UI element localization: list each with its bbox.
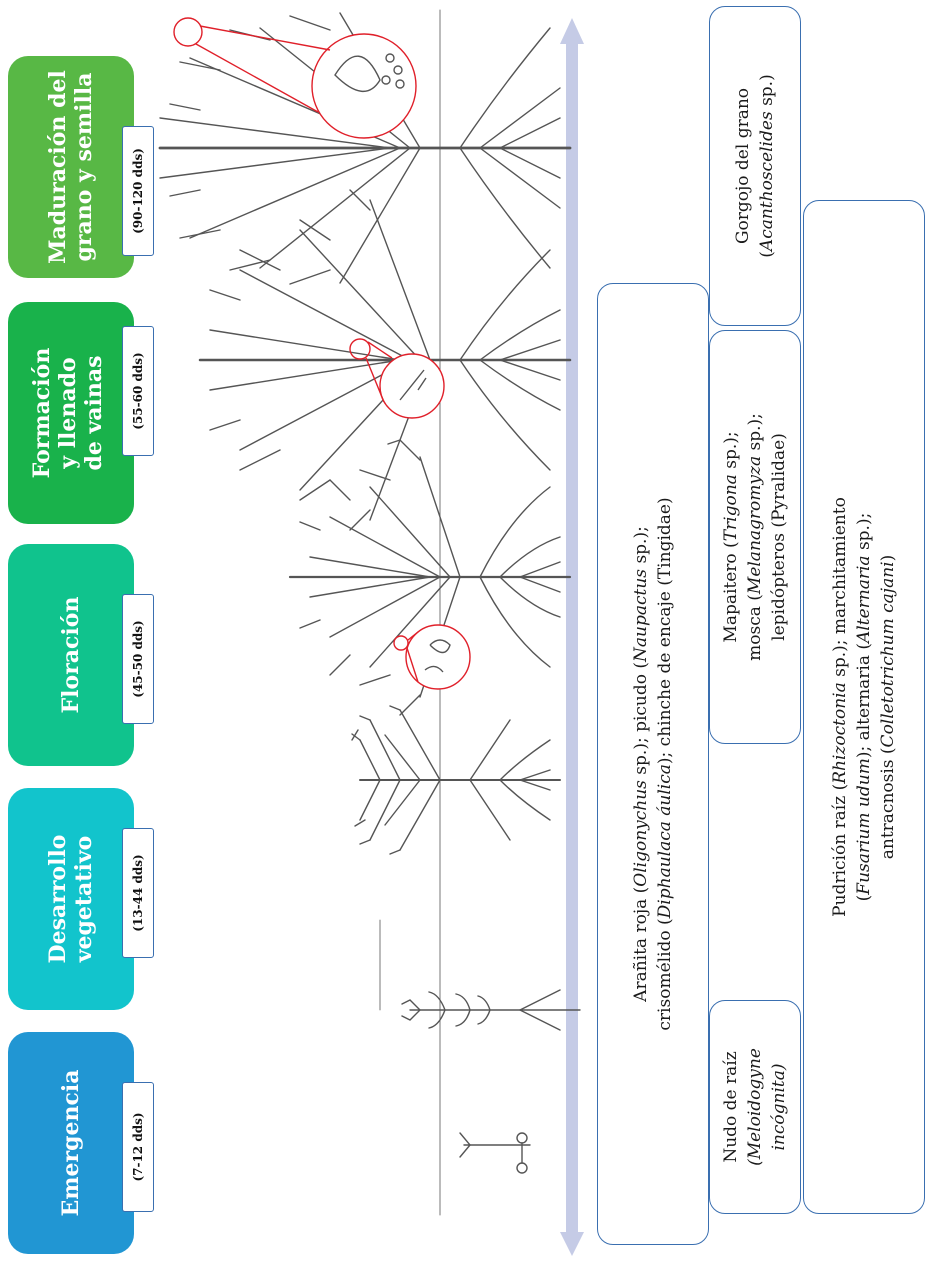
pest-line: antracnosis (Colletotrichum cajani) [876, 497, 900, 917]
plant-mature [158, 12, 572, 285]
pest-genus: Diphaulaca áulica [655, 764, 675, 919]
pest-text: sp.); [854, 512, 874, 556]
root-knot-box: Nudo de raíz (Meloidogyne incógnita) [709, 1000, 801, 1214]
stage-days-box: (45-50 dds) [122, 594, 154, 724]
pest-text: sp.); [631, 526, 651, 569]
pest-text: antracnosis ( [878, 747, 898, 860]
stage-desarrollo: Desarrollo vegetativo (13-44 dds) [8, 788, 154, 1010]
plant-vegetative [351, 705, 561, 855]
pest-genus: Alternaria [854, 555, 874, 643]
pest-text: ); alternaria ( [854, 642, 874, 759]
plant-pod-formation [198, 189, 572, 531]
pest-text: Pudrición raíz ( [830, 783, 850, 917]
pest-genus: Acanthoscelides [757, 111, 777, 252]
pest-text: Arañita roja ( [631, 886, 651, 1002]
stage-maduracion: Maduración del grano y semilla (90-120 d… [8, 56, 154, 278]
seedling-emergencia [459, 1132, 531, 1174]
pest-text: crisomélido ( [655, 918, 675, 1031]
pest-text: sp.); [721, 431, 741, 475]
weevil-box: Gorgojo del grano (Acanthoscelides sp.) [709, 6, 801, 326]
stage-days-box: (90-120 dds) [122, 126, 154, 256]
pest-genus: Colletotrichum cajani [878, 561, 898, 748]
pest-text: ); chinche de encaje (Tingidae) [655, 497, 675, 765]
pest-genus: (Meloidogyne [745, 1048, 765, 1166]
pest-text: mosca ( [745, 594, 765, 661]
pest-genus: Rhizoctonia [830, 682, 850, 784]
pest-genus: Naupactus [631, 568, 651, 662]
pest-text: sp.); marchitamiento [830, 497, 850, 683]
pest-genus: incógnita) [769, 1063, 789, 1151]
pest-line: (Fusarium udum); alternaria (Alternaria … [852, 497, 876, 917]
pest-text: sp.); picudo ( [631, 661, 651, 781]
pest-text: sp.); [745, 413, 765, 456]
pest-line: incógnita) [767, 1048, 791, 1166]
stage-floracion: Floración (45-50 dds) [8, 544, 154, 766]
pest-line: crisomélido (Diphaulaca áulica); chinche… [653, 497, 677, 1030]
pest-text: Mapaitero ( [721, 541, 741, 643]
pest-text: ( [854, 894, 874, 902]
stage-days-box: (55-60 dds) [122, 326, 154, 456]
pest-line: Gorgojo del grano [733, 87, 753, 245]
pest-genus: Melanagromyza [745, 455, 765, 595]
plant-flowering [288, 439, 572, 716]
stage-emergencia: Emergencia (7-12 dds) [8, 1032, 154, 1254]
timeline-arrow [560, 18, 584, 1256]
pest-genus: Oligonychus [631, 780, 651, 887]
detail-circles [173, 17, 471, 690]
pest-line: Mapaitero (Trigona sp.); [719, 413, 743, 661]
pest-line: Arañita roja (Oligonychus sp.); picudo (… [629, 497, 653, 1030]
diseases-box: Pudrición raíz (Rhizoctonia sp.); marchi… [803, 200, 925, 1214]
pest-text: ) [878, 554, 898, 562]
foliar-pests-box: Arañita roja (Oligonychus sp.); picudo (… [597, 283, 709, 1245]
stage-formacion: Formación y llenado de vainas (55-60 dds… [8, 302, 154, 524]
stage-days-box: (7-12 dds) [122, 1082, 154, 1212]
stage-days-box: (13-44 dds) [122, 828, 154, 958]
pest-line: (Meloidogyne [743, 1048, 767, 1166]
pest-line: Pudrición raíz (Rhizoctonia sp.); marchi… [828, 497, 852, 917]
pest-text: ( [757, 251, 777, 258]
pest-genus: Trigona [721, 474, 741, 542]
pest-line: Nudo de raíz [721, 1051, 741, 1163]
flower-pod-pests-box: Mapaitero (Trigona sp.); mosca (Melanagr… [709, 330, 801, 744]
pest-line: lepidópteros (Pyralidae) [769, 433, 789, 641]
pest-genus: Fusarium udum [854, 758, 874, 895]
pest-line: (Acanthoscelides sp.) [755, 74, 779, 257]
pest-text: sp.) [757, 74, 777, 112]
pest-line: mosca (Melanagromyza sp.); [743, 413, 767, 661]
seedling-young [379, 919, 581, 1031]
